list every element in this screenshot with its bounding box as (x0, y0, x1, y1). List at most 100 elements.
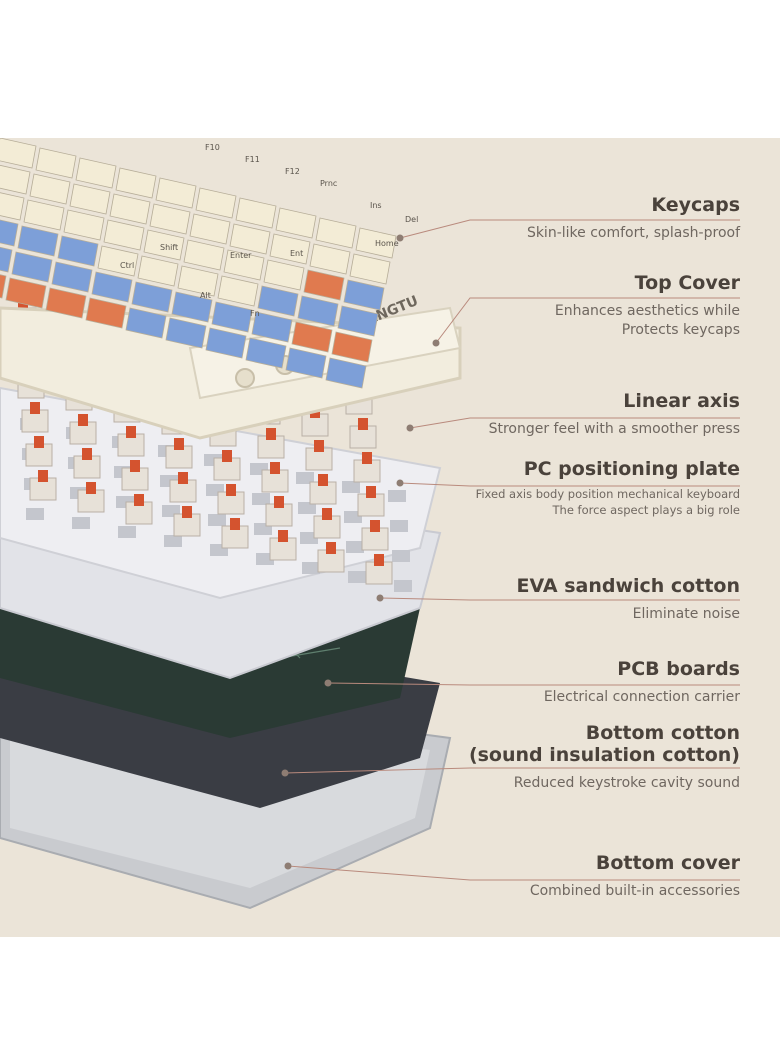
leader-line (284, 767, 740, 774)
switch-stem (266, 428, 276, 440)
keycap (109, 193, 151, 225)
leader-line (399, 219, 740, 239)
keycap (229, 223, 271, 255)
keycap (63, 209, 105, 241)
label-title: Bottom cotton (585, 722, 740, 744)
label-bottom-cover: Bottom cover Combined built-in accessori… (530, 852, 740, 901)
leader-line (379, 597, 740, 601)
switch-stem (38, 470, 48, 482)
keycap (183, 239, 225, 271)
plate-hole (298, 502, 316, 514)
keycap (315, 217, 357, 249)
keycap (275, 207, 317, 239)
keycap (217, 275, 259, 307)
keycap (0, 164, 31, 195)
label-eva-cotton: EVA sandwich cotton Eliminate noise (516, 575, 740, 624)
keycap (75, 157, 117, 189)
keycap-legend: Prnc (320, 179, 337, 188)
plate-hole (296, 472, 314, 484)
keycap (85, 297, 127, 329)
keycap (205, 327, 247, 359)
keycap (69, 183, 111, 215)
keycap (325, 357, 367, 389)
plate-hole (348, 571, 366, 583)
leader-dot (432, 339, 440, 347)
keycap (17, 225, 59, 257)
keycap (23, 199, 65, 231)
keycap (97, 245, 139, 277)
keycap (35, 147, 77, 179)
switch-stem (174, 438, 184, 450)
leader-line (287, 865, 740, 881)
keycap (137, 255, 179, 287)
label-title: Bottom cover (595, 852, 740, 874)
plate-hole (72, 517, 90, 529)
plate-hole (118, 526, 136, 538)
leader-dot (324, 679, 332, 687)
switch-stem (270, 462, 280, 474)
switch-stem (34, 436, 44, 448)
keycap (245, 337, 287, 369)
switch-stem (130, 460, 140, 472)
switch-stem (322, 508, 332, 520)
switch-stem (314, 440, 324, 452)
plate-hole (390, 520, 408, 532)
leader-lines (284, 219, 740, 881)
label-title: EVA sandwich cotton (516, 575, 740, 597)
label-pcb: PCB boards Electrical connection carrier (544, 658, 740, 707)
switch-stem (358, 418, 368, 430)
keycap (155, 177, 197, 209)
keycap-legend: F11 (245, 155, 260, 164)
keycap (51, 261, 93, 293)
label-desc: Fixed axis body position mechanical keyb… (475, 487, 740, 517)
keycap-legend: Alt (200, 291, 211, 300)
keycap-legend: Del (405, 215, 418, 224)
label-desc: Reduced keystroke cavity sound (513, 775, 740, 791)
keycap (11, 251, 53, 283)
label-desc: Eliminate noise (632, 606, 740, 622)
plate-hole (252, 493, 270, 505)
keycap (331, 331, 373, 363)
switch-stem (318, 474, 328, 486)
leader-dot (281, 769, 289, 777)
switch-stem (86, 482, 96, 494)
label-title: Keycaps (651, 194, 740, 216)
keycap (269, 233, 311, 265)
keycap (29, 173, 71, 205)
label-pc-plate: PC positioning plate Fixed axis body pos… (476, 458, 740, 518)
label-desc: Enhances aesthetics while Protects keyca… (554, 303, 740, 338)
keycap (355, 227, 397, 259)
switch-stem (126, 426, 136, 438)
keycap (125, 307, 167, 339)
keycap (309, 243, 351, 275)
keycap (303, 269, 345, 301)
label-desc: Electrical connection carrier (543, 689, 740, 705)
switch-stem (182, 506, 192, 518)
label-linear-axis: Linear axis Stronger feel with a smoothe… (489, 390, 740, 439)
label-title: PCB boards (617, 658, 740, 680)
keycap (57, 235, 99, 267)
switch-stem (226, 484, 236, 496)
keycap (5, 277, 47, 309)
leader-dot (396, 479, 404, 487)
keycap-layer: F10F11F12PrncInsDelHomeEntEnterShiftCtrl… (0, 138, 418, 389)
keycap (257, 285, 299, 317)
keycap (177, 265, 219, 297)
label-title: Top Cover (634, 272, 740, 294)
keycap (343, 279, 385, 311)
switch-stem (278, 530, 288, 542)
keycap-legend: Home (375, 239, 399, 248)
switch-stem (362, 452, 372, 464)
keycap (211, 301, 253, 333)
plate-hole (388, 490, 406, 502)
label-desc: Combined built-in accessories (529, 883, 740, 899)
keycap (115, 167, 157, 199)
label-desc: Stronger feel with a smoother press (488, 421, 740, 437)
leader-dot (396, 234, 404, 242)
switch-stem (178, 472, 188, 484)
switch-stem (222, 450, 232, 462)
exploded-keyboard-illustration: LANGTU F10F11F12PrncInsDelHomeEntEnterSh… (0, 138, 740, 910)
keycap (165, 317, 207, 349)
keycap (149, 203, 191, 235)
